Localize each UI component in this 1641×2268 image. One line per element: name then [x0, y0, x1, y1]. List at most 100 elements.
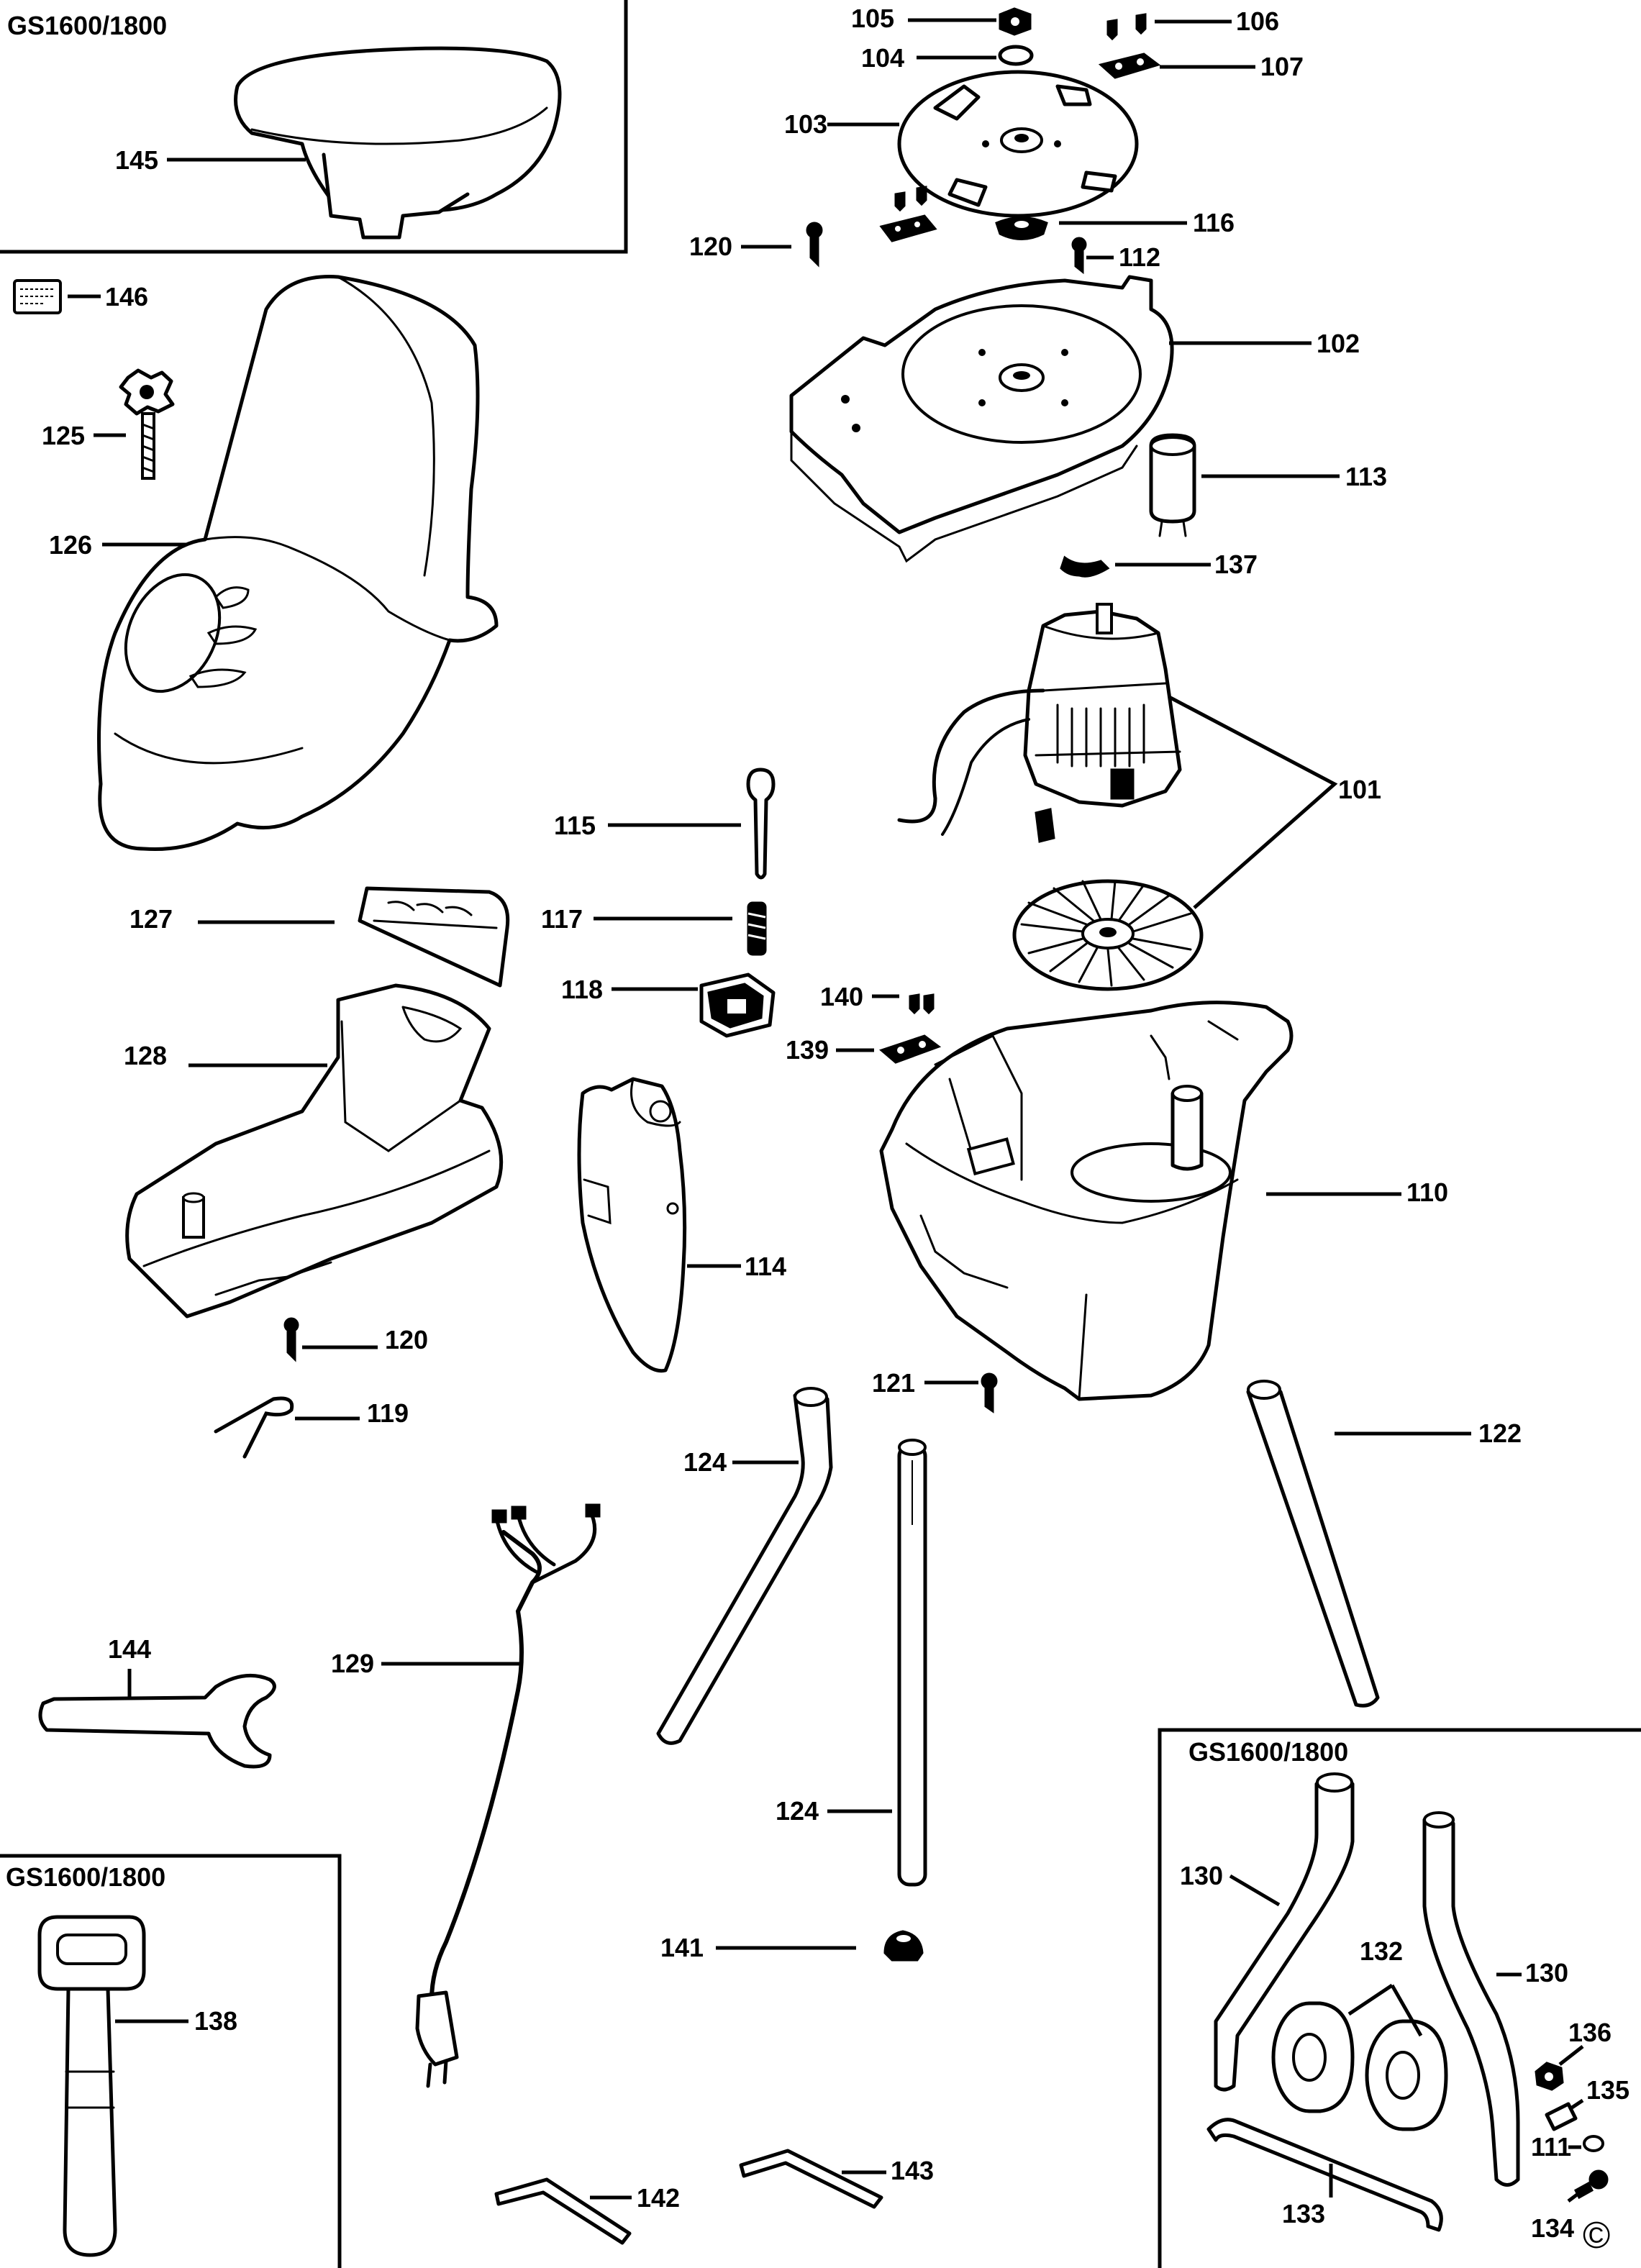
part-label-145: 145	[115, 145, 158, 175]
part-label-141: 141	[660, 1933, 704, 1962]
part-125-knob-bolt	[119, 368, 175, 480]
part-label-127: 127	[129, 904, 173, 934]
inset-box-top-left: GS1600/1800	[0, 0, 628, 254]
part-label-139: 139	[786, 1035, 829, 1065]
part-114-handle-cover	[577, 1077, 687, 1373]
inset-box-bottom-left: GS1600/1800	[0, 1854, 342, 2268]
part-label-143: 143	[891, 2156, 934, 2185]
part-141-cap	[883, 1930, 924, 1962]
part-129-power-cord	[415, 1503, 601, 2088]
part-label-111: 111	[1531, 2132, 1571, 2162]
part-102-chassis	[789, 275, 1174, 563]
part-126-cover	[97, 275, 499, 852]
part-138-handle	[37, 1915, 146, 2257]
copyright-mark: ©	[1583, 2215, 1610, 2256]
part-120-screw-top	[806, 222, 823, 268]
part-label-133: 133	[1282, 2199, 1325, 2228]
part-133-axle	[1206, 2118, 1443, 2232]
part-label-135: 135	[1586, 2075, 1629, 2105]
part-110-housing	[879, 1001, 1294, 1401]
copyright-symbol: ©	[1583, 2215, 1610, 2256]
part-122-leg	[1246, 1380, 1380, 1708]
part-119-clip	[214, 1396, 294, 1459]
part-label-103: 103	[784, 109, 827, 139]
part-139-clamp	[879, 1034, 942, 1064]
part-label-110: 110	[1406, 1178, 1448, 1207]
part-106-screws	[1106, 13, 1147, 41]
part-130-frame-left	[1214, 1772, 1355, 2092]
part-105-nut	[999, 7, 1032, 36]
part-120-screw-bottom	[283, 1317, 299, 1362]
part-label-138: 138	[194, 2006, 237, 2036]
part-label-107: 107	[1260, 52, 1304, 81]
part-label-105: 105	[851, 4, 894, 33]
part-label-121: 121	[872, 1368, 915, 1398]
part-142-hex-key	[494, 2177, 632, 2245]
part-label-129: 129	[331, 1649, 374, 1678]
part-label-118: 118	[561, 975, 603, 1004]
part-label-142: 142	[637, 2183, 680, 2213]
part-label-140: 140	[820, 982, 863, 1011]
part-124-leg-straight	[897, 1439, 927, 1887]
part-label-112: 112	[1119, 242, 1160, 272]
part-113-capacitor	[1149, 433, 1196, 537]
part-111-washer	[1583, 2135, 1604, 2152]
part-label-116: 116	[1193, 208, 1235, 237]
part-label-122: 122	[1478, 1418, 1522, 1448]
part-135-spacer	[1545, 2102, 1578, 2131]
part-128-switch-housing	[125, 983, 504, 1319]
part-label-106: 106	[1236, 6, 1279, 36]
part-label-124-lower: 124	[776, 1796, 819, 1826]
part-label-104: 104	[861, 43, 904, 73]
part-116-bush	[995, 217, 1048, 240]
part-132-wheels	[1271, 2001, 1448, 2131]
part-label-115: 115	[554, 811, 596, 840]
part-label-114: 114	[745, 1252, 786, 1281]
variant-label-top-left: GS1600/1800	[7, 11, 167, 40]
part-130-frame-right	[1422, 1811, 1520, 2187]
part-115-pin	[746, 768, 776, 880]
variant-label-bottom-left: GS1600/1800	[6, 1862, 165, 1892]
part-label-132: 132	[1360, 1936, 1403, 1966]
part-140-screws	[909, 993, 935, 1015]
part-label-128: 128	[124, 1041, 167, 1070]
part-104-washer	[998, 45, 1034, 66]
part-label-130-right: 130	[1525, 1958, 1568, 1987]
part-124-leg-bent	[656, 1387, 833, 1745]
part-label-113: 113	[1345, 462, 1387, 491]
part-label-126: 126	[49, 530, 92, 560]
part-127-switch-button	[358, 886, 510, 988]
part-107-clamp	[1098, 53, 1161, 79]
part-112-screw	[1071, 237, 1087, 275]
part-label-146: 146	[105, 282, 148, 311]
part-label-117: 117	[541, 904, 583, 934]
part-103-blade-disc	[897, 70, 1139, 218]
part-145-handle-grip	[234, 46, 562, 240]
variant-label-bottom-right: GS1600/1800	[1188, 1737, 1348, 1767]
part-blade-clamp-lower	[879, 186, 937, 242]
part-label-101: 101	[1338, 775, 1381, 804]
inset-box-bottom-right: GS1600/1800	[1158, 1728, 1641, 2268]
part-118-switch	[699, 973, 776, 1038]
part-label-136: 136	[1568, 2018, 1612, 2047]
part-label-144: 144	[108, 1634, 151, 1664]
part-101-motor	[897, 603, 1182, 843]
part-label-134: 134	[1531, 2213, 1574, 2243]
part-label-119: 119	[367, 1398, 409, 1428]
part-143-hex-key	[739, 2149, 883, 2209]
part-136-nut	[1535, 2062, 1564, 2091]
part-label-120-bottom: 120	[385, 1325, 428, 1354]
part-117-spring	[747, 901, 767, 956]
part-121-screw	[981, 1372, 998, 1413]
part-137-clip	[1060, 555, 1110, 578]
part-144-wrench	[38, 1673, 276, 1769]
manual-icon	[13, 279, 62, 314]
part-label-102: 102	[1317, 329, 1360, 358]
part-label-120-top: 120	[689, 232, 732, 261]
part-label-130-left: 130	[1180, 1861, 1223, 1890]
part-101-fan	[1012, 879, 1204, 991]
part-label-125: 125	[42, 421, 85, 450]
part-label-124-upper: 124	[683, 1447, 727, 1477]
part-label-137: 137	[1214, 550, 1258, 579]
